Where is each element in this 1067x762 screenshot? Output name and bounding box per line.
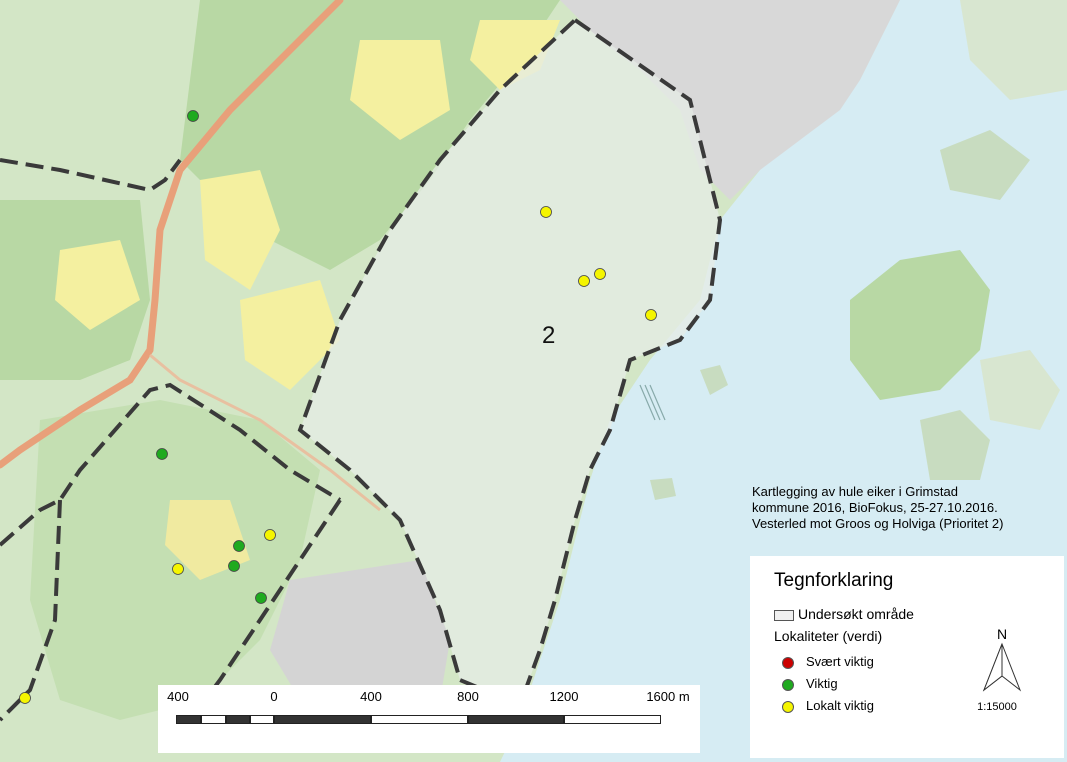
scale-label: 1600 m <box>646 689 690 704</box>
legend-item-label: Viktig <box>806 676 838 691</box>
road-branch <box>149 353 381 512</box>
field-3 <box>55 240 140 330</box>
map-title: Kartlegging av hule eiker i Grimstad kom… <box>752 484 1052 532</box>
map-point-lokalt-viktig[interactable] <box>578 275 590 287</box>
legend-area-item: Undersøkt område <box>774 606 914 622</box>
green-dot-icon <box>782 678 794 691</box>
zone-label: 2 <box>542 322 556 349</box>
map-point-viktig[interactable] <box>255 592 267 604</box>
legend-item-label: Lokalt viktig <box>806 698 874 713</box>
boundary-north-west <box>0 158 182 193</box>
map-point-lokalt-viktig[interactable] <box>540 206 552 218</box>
legend-item-label: Svært viktig <box>806 654 874 669</box>
scale-segment <box>468 715 564 724</box>
industrial-area <box>270 560 450 700</box>
scale-label: 400 <box>360 689 382 704</box>
boundary-mid <box>0 382 342 547</box>
legend: Tegnforklaring Undersøkt område Lokalite… <box>750 556 1064 758</box>
scale-segment <box>201 715 226 724</box>
zone-2-area <box>300 20 720 705</box>
island-large <box>850 250 990 400</box>
title-line-3: Vesterled mot Groos og Holviga (Priorite… <box>752 516 1004 531</box>
field-4 <box>240 280 340 390</box>
title-line-1: Kartlegging av hule eiker i Grimstad <box>752 484 958 499</box>
scale-segment <box>226 715 250 724</box>
scale-label: 800 <box>457 689 479 704</box>
scale-label: 400 <box>167 689 189 704</box>
yellow-dot-icon <box>782 700 794 713</box>
scale-bar: 400 0 400 800 1200 1600 m <box>158 685 700 753</box>
north-arrow-icon <box>982 642 1022 692</box>
scale-segment <box>250 715 274 724</box>
island-small-5 <box>940 130 1030 200</box>
points-layer <box>19 110 657 704</box>
scale-segment <box>371 715 468 724</box>
field-2 <box>200 170 280 290</box>
legend-area-label: Undersøkt område <box>798 606 914 622</box>
legend-subtitle: Lokaliteter (verdi) <box>774 628 883 644</box>
island-small-3 <box>700 365 728 395</box>
harbour-piers <box>639 384 666 421</box>
boundary-zone-2 <box>297 17 723 708</box>
scale-label: 1200 <box>549 689 579 704</box>
island-northeast <box>960 0 1067 100</box>
area-swatch-icon <box>774 609 794 621</box>
map-point-lokalt-viktig[interactable] <box>264 529 276 541</box>
field-1 <box>470 20 560 90</box>
scale-segment <box>564 715 661 724</box>
map-point-lokalt-viktig[interactable] <box>594 268 606 280</box>
map-point-viktig[interactable] <box>228 560 240 572</box>
map-point-viktig[interactable] <box>187 110 199 122</box>
map-point-lokalt-viktig[interactable] <box>645 309 657 321</box>
scale-segment <box>176 715 201 724</box>
island-small-1 <box>920 410 990 480</box>
scale-label: 0 <box>270 689 278 704</box>
island-small-2 <box>980 350 1060 430</box>
map-point-lokalt-viktig[interactable] <box>172 563 184 575</box>
boundary-southwest <box>0 499 62 722</box>
legend-title: Tegnforklaring <box>774 570 894 591</box>
legend-item-viktig: Viktig <box>782 676 838 691</box>
legend-item-svaert-viktig: Svært viktig <box>782 654 874 669</box>
map-point-viktig[interactable] <box>233 540 245 552</box>
map-point-lokalt-viktig[interactable] <box>19 692 31 704</box>
island-small-4 <box>650 478 676 500</box>
red-dot-icon <box>782 656 794 669</box>
field-6 <box>165 500 250 580</box>
title-line-2: kommune 2016, BioFokus, 25-27.10.2016. <box>752 500 998 515</box>
boundary-south <box>188 498 342 722</box>
north-letter: N <box>996 626 1008 642</box>
main-road <box>0 0 344 469</box>
land-northeast <box>560 0 900 200</box>
legend-item-lokalt-viktig: Lokalt viktig <box>782 698 874 713</box>
map-point-viktig[interactable] <box>156 448 168 460</box>
field-5 <box>350 40 450 140</box>
scale-segment <box>274 715 371 724</box>
scale-ratio: 1:15000 <box>977 701 1017 713</box>
north-arrow: N 1:15000 <box>977 626 1022 713</box>
